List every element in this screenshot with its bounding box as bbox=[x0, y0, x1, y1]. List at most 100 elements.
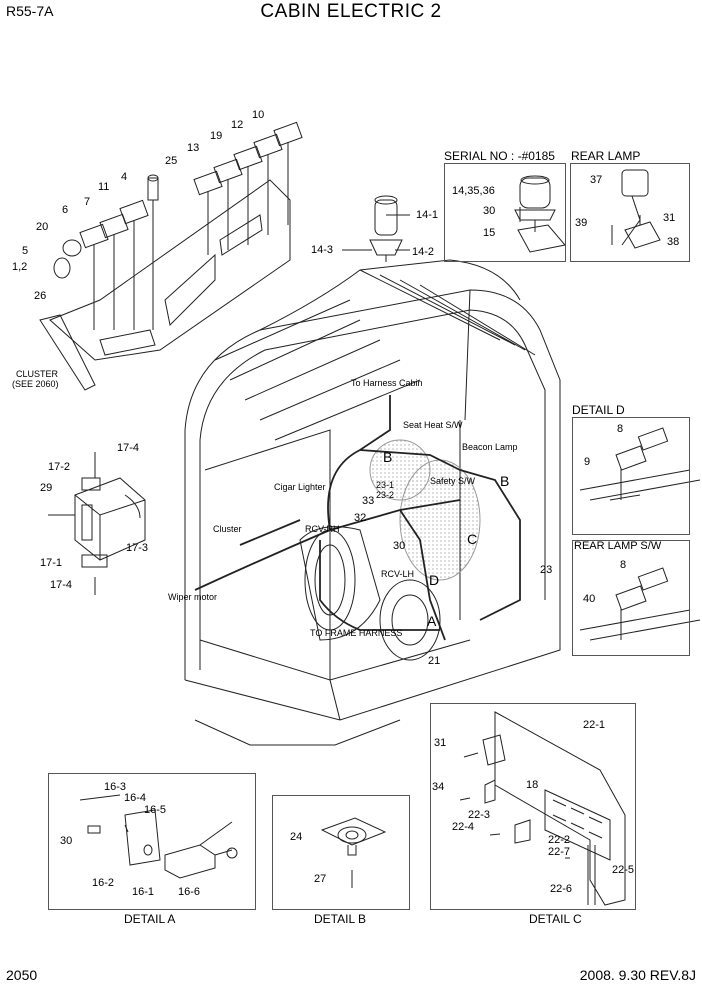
model-code: R55-7A bbox=[6, 3, 54, 19]
rear-lamp-sw-title: REAR LAMP S/W bbox=[574, 540, 662, 552]
detail-c-callout-18: 18 bbox=[526, 779, 539, 791]
detail-b-box bbox=[272, 795, 410, 910]
rear-lamp-parts bbox=[611, 169, 661, 249]
relay-plate bbox=[459, 711, 626, 906]
rear-lamp-callout-38: 38 bbox=[667, 236, 680, 248]
detail-c-callout-22-6: 22-6 bbox=[550, 883, 573, 895]
callout-17-4-top: 17-4 bbox=[117, 442, 140, 454]
detail-a-box bbox=[48, 773, 256, 910]
callout-32: 32 bbox=[354, 512, 367, 524]
callout-6: 6 bbox=[62, 204, 69, 216]
cigar-lighter-label: Cigar Lighter bbox=[274, 482, 326, 492]
to-harness-cabin-label: To Harness Cabin bbox=[351, 378, 423, 388]
detail-c-callout-22-3: 22-3 bbox=[468, 809, 491, 821]
detail-letter-a: A bbox=[427, 613, 437, 629]
callout-14-3: 14-3 bbox=[311, 244, 334, 256]
speaker bbox=[320, 817, 387, 888]
callout-29: 29 bbox=[40, 482, 53, 494]
safety-sw-label: Safety S/W bbox=[430, 476, 476, 486]
detail-a-title: DETAIL A bbox=[124, 912, 176, 926]
callout-5: 5 bbox=[22, 245, 29, 257]
detail-a-callout-30: 30 bbox=[60, 835, 73, 847]
rocker-switches bbox=[53, 121, 303, 330]
serial-title: SERIAL NO : -#0185 bbox=[444, 149, 555, 163]
detail-a-parts bbox=[79, 794, 238, 879]
callout-30-main: 30 bbox=[393, 540, 406, 552]
rear-lamp-callout-39: 39 bbox=[575, 217, 588, 229]
detail-b-callout-27: 27 bbox=[314, 873, 327, 885]
callout-20: 20 bbox=[36, 221, 49, 233]
detail-c-callout-34: 34 bbox=[432, 781, 445, 793]
callout-26: 26 bbox=[34, 290, 47, 302]
callout-25: 25 bbox=[165, 155, 178, 167]
rear-lamp-sw-switch bbox=[579, 567, 701, 641]
serial-callout-30: 30 bbox=[483, 205, 496, 217]
callout-4: 4 bbox=[121, 171, 128, 183]
detail-c-callout-31: 31 bbox=[434, 737, 447, 749]
callout-17-4-bottom: 17-4 bbox=[50, 579, 73, 591]
detail-c-title: DETAIL C bbox=[529, 912, 582, 926]
detail-b-title: DETAIL B bbox=[314, 912, 367, 926]
callout-33: 33 bbox=[362, 495, 375, 507]
detail-letter-b-left: B bbox=[383, 449, 393, 465]
detail-a-callout-16-6: 16-6 bbox=[178, 886, 201, 898]
see-2060-label: (SEE 2060) bbox=[12, 379, 59, 389]
rear-lamp-callout-37: 37 bbox=[590, 174, 603, 186]
detail-letter-c: C bbox=[467, 531, 478, 547]
detail-a-callout-16-3: 16-3 bbox=[104, 781, 127, 793]
page-title: CABIN ELECTRIC 2 bbox=[260, 1, 442, 22]
detail-a-callout-16-5: 16-5 bbox=[144, 804, 167, 816]
controller-box bbox=[48, 452, 146, 595]
detail-d-box bbox=[572, 417, 690, 535]
rcv-rh-label: RCV-RH bbox=[305, 524, 340, 534]
callout-23-2: 23-2 bbox=[376, 490, 395, 500]
callout-17-1: 17-1 bbox=[40, 557, 63, 569]
detail-c-callout-22-4: 22-4 bbox=[452, 821, 475, 833]
beacon-lamp-label: Beacon Lamp bbox=[462, 442, 518, 452]
callout-23: 23 bbox=[540, 564, 553, 576]
callout-14-1: 14-1 bbox=[416, 209, 439, 221]
seat-heat-sw-label: Seat Heat S/W bbox=[403, 420, 463, 430]
callout-21: 21 bbox=[428, 655, 441, 667]
rear-lamp-sw-box bbox=[572, 540, 690, 656]
page-number: 2050 bbox=[6, 967, 38, 983]
callout-13: 13 bbox=[187, 142, 200, 154]
detail-a-callout-16-2: 16-2 bbox=[92, 877, 115, 889]
cluster-small-label: Cluster bbox=[213, 524, 242, 534]
detail-a-callout-16-1: 16-1 bbox=[132, 886, 155, 898]
detail-a-callout-16-4: 16-4 bbox=[124, 792, 147, 804]
detail-d-callout-9: 9 bbox=[584, 456, 591, 468]
callout-1-2: 1,2 bbox=[12, 261, 28, 273]
detail-c-callout-22-2: 22-2 bbox=[548, 834, 571, 846]
detail-letter-d: D bbox=[429, 572, 440, 588]
detail-c-callout-22-1: 22-1 bbox=[583, 719, 606, 731]
console-panel bbox=[39, 179, 291, 391]
detail-c-box bbox=[430, 703, 636, 910]
detail-d-switch bbox=[579, 427, 701, 501]
callout-17-2: 17-2 bbox=[48, 461, 71, 473]
rear-lamp-box bbox=[570, 163, 690, 262]
to-frame-harness-label: TO FRAME HARNESS bbox=[310, 628, 403, 638]
detail-c-callout-22-5: 22-5 bbox=[612, 864, 635, 876]
detail-letter-b-right: B bbox=[500, 473, 510, 489]
beacon-lamp bbox=[342, 195, 410, 262]
callout-17-3: 17-3 bbox=[126, 542, 149, 554]
wiper-motor-label: Wiper motor bbox=[168, 592, 218, 602]
detail-c-callout-22-7: 22-7 bbox=[548, 846, 571, 858]
detail-d-callout-8: 8 bbox=[617, 423, 624, 435]
serial-box bbox=[444, 163, 566, 262]
date-revision: 2008. 9.30 REV.8J bbox=[579, 967, 696, 983]
callout-14-2: 14-2 bbox=[412, 246, 435, 258]
callout-23-1: 23-1 bbox=[376, 480, 395, 490]
serial-callout-14-35-36: 14,35,36 bbox=[452, 185, 495, 197]
serial-callout-15: 15 bbox=[483, 227, 496, 239]
cabin-frame bbox=[184, 259, 561, 746]
cluster-label: CLUSTER bbox=[16, 369, 59, 379]
callout-7: 7 bbox=[84, 196, 91, 208]
rear-lamp-title: REAR LAMP bbox=[571, 149, 641, 163]
rear-lamp-sw-callout-8: 8 bbox=[620, 559, 627, 571]
rcv-lh-label: RCV-LH bbox=[381, 569, 415, 579]
callout-19: 19 bbox=[210, 130, 223, 142]
detail-d-title: DETAIL D bbox=[572, 403, 625, 417]
